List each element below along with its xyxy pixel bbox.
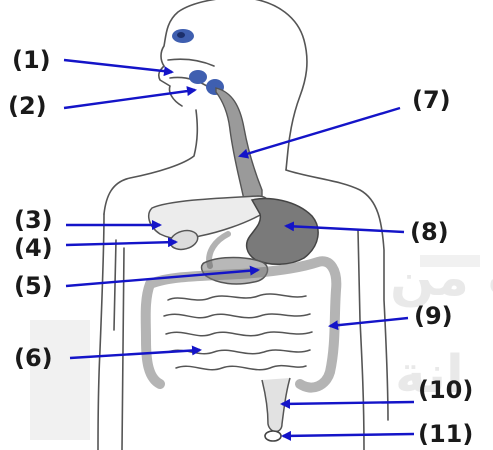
small-intestine-loop-2 <box>164 314 310 318</box>
liver <box>149 196 269 239</box>
label-3: (3) <box>14 206 53 234</box>
watermark-text-1: ب من <box>390 248 493 308</box>
arm-left-outline <box>98 214 104 450</box>
stomach <box>247 199 318 265</box>
label-7: (7) <box>412 86 451 114</box>
label-6: (6) <box>14 344 53 372</box>
label-10: (10) <box>418 376 473 404</box>
label-11: (11) <box>418 420 473 448</box>
arrow-4 <box>66 242 176 245</box>
esophagus <box>216 88 262 206</box>
small-intestine-loop-5 <box>176 366 306 370</box>
label-8: (8) <box>410 218 449 246</box>
arrow-9 <box>330 318 408 326</box>
label-2: (2) <box>8 92 47 120</box>
nasal-cavity <box>168 59 214 66</box>
small-intestine-loop-3 <box>166 332 312 336</box>
label-9: (9) <box>414 302 453 330</box>
anus <box>265 431 281 441</box>
torso-left-outline <box>122 248 124 450</box>
neck-front-outline <box>104 110 197 214</box>
small-intestine-loop-1 <box>168 294 306 300</box>
label-1: (1) <box>12 46 51 74</box>
label-5: (5) <box>14 272 53 300</box>
small-intestine <box>164 294 312 370</box>
label-4: (4) <box>14 234 53 262</box>
eye-highlight <box>177 32 185 38</box>
arrow-2 <box>64 90 195 108</box>
arm-right-inner <box>358 230 364 450</box>
arrow-11 <box>283 434 414 436</box>
arrow-7 <box>240 108 400 156</box>
watermark-box <box>30 320 90 440</box>
arrow-1 <box>64 60 172 72</box>
arm-left-inner <box>114 240 116 330</box>
salivary-gland-1 <box>189 70 207 84</box>
